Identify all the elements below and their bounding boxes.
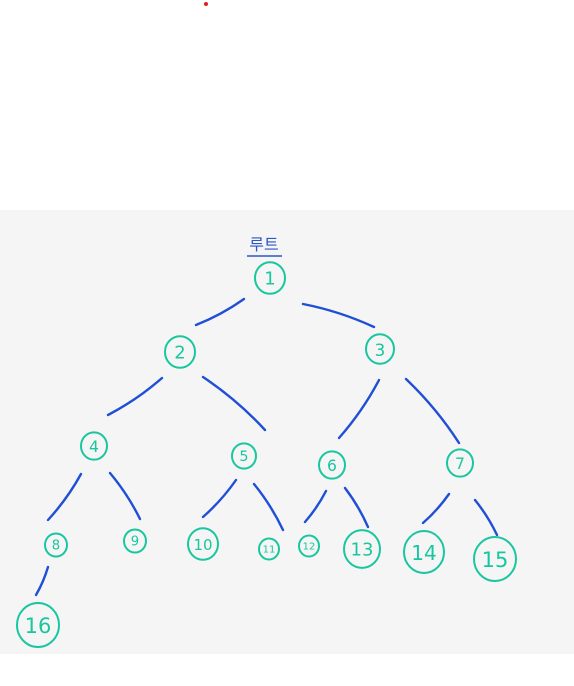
node-10-circle <box>187 527 219 561</box>
edge-7-15 <box>473 498 499 537</box>
edge-5-11 <box>252 482 285 532</box>
node-11: 11 <box>258 537 280 561</box>
edge-1-3 <box>301 302 376 329</box>
node-12-circle <box>298 534 320 558</box>
node-7-circle <box>446 448 474 478</box>
node-6: 6 <box>318 450 346 480</box>
node-13-circle <box>343 529 381 569</box>
red-dot-marker <box>204 2 208 6</box>
edge-3-7 <box>404 377 461 445</box>
edge-8-16 <box>34 565 50 597</box>
edge-6-13 <box>343 486 370 529</box>
edge-3-6 <box>337 378 381 440</box>
node-13-label: 13 <box>351 540 374 561</box>
node-3: 3 <box>365 333 395 365</box>
node-16: 16 <box>16 601 60 649</box>
node-8-circle <box>44 532 68 558</box>
node-15: 15 <box>473 535 517 583</box>
node-7-label: 7 <box>455 455 465 473</box>
edge-4-8 <box>46 472 83 522</box>
node-6-circle <box>318 450 346 480</box>
node-8: 8 <box>44 532 68 558</box>
node-16-circle <box>16 601 60 649</box>
edge-2-5 <box>201 375 267 432</box>
node-14-label: 14 <box>411 541 436 565</box>
edges-layer <box>34 297 499 597</box>
node-11-label: 11 <box>263 545 276 556</box>
edge-2-4 <box>106 376 164 417</box>
node-5: 5 <box>231 442 257 470</box>
node-1-label: 1 <box>264 269 275 290</box>
edge-7-14 <box>421 492 451 525</box>
node-15-label: 15 <box>482 548 509 572</box>
root-caption: 루트 <box>249 235 278 254</box>
edge-4-9 <box>108 471 142 521</box>
node-14: 14 <box>403 530 445 574</box>
whiteboard-panel <box>0 210 574 654</box>
node-16-label: 16 <box>25 614 52 638</box>
node-3-label: 3 <box>375 340 386 360</box>
node-12: 12 <box>298 534 320 558</box>
edge-6-12 <box>303 489 328 524</box>
node-12-label: 12 <box>303 542 316 553</box>
edge-1-2 <box>194 297 246 327</box>
node-9-label: 9 <box>131 535 139 550</box>
node-1-circle <box>254 261 286 295</box>
node-4: 4 <box>80 431 108 461</box>
node-11-circle <box>258 537 280 561</box>
node-3-circle <box>365 333 395 365</box>
node-4-circle <box>80 431 108 461</box>
node-13: 13 <box>343 529 381 569</box>
node-6-label: 6 <box>327 457 337 475</box>
node-2-circle <box>164 335 196 369</box>
node-8-label: 8 <box>52 539 60 554</box>
node-1: 1 <box>254 261 286 295</box>
node-10: 10 <box>187 527 219 561</box>
node-4-label: 4 <box>89 438 99 456</box>
node-2: 2 <box>164 335 196 369</box>
node-5-circle <box>231 442 257 470</box>
node-14-circle <box>403 530 445 574</box>
edge-5-10 <box>201 478 238 519</box>
node-7: 7 <box>446 448 474 478</box>
node-9-circle <box>123 528 147 554</box>
node-2-label: 2 <box>174 343 185 364</box>
node-15-circle <box>473 535 517 583</box>
node-10-label: 10 <box>193 536 212 554</box>
node-9: 9 <box>123 528 147 554</box>
node-5-label: 5 <box>239 449 248 465</box>
